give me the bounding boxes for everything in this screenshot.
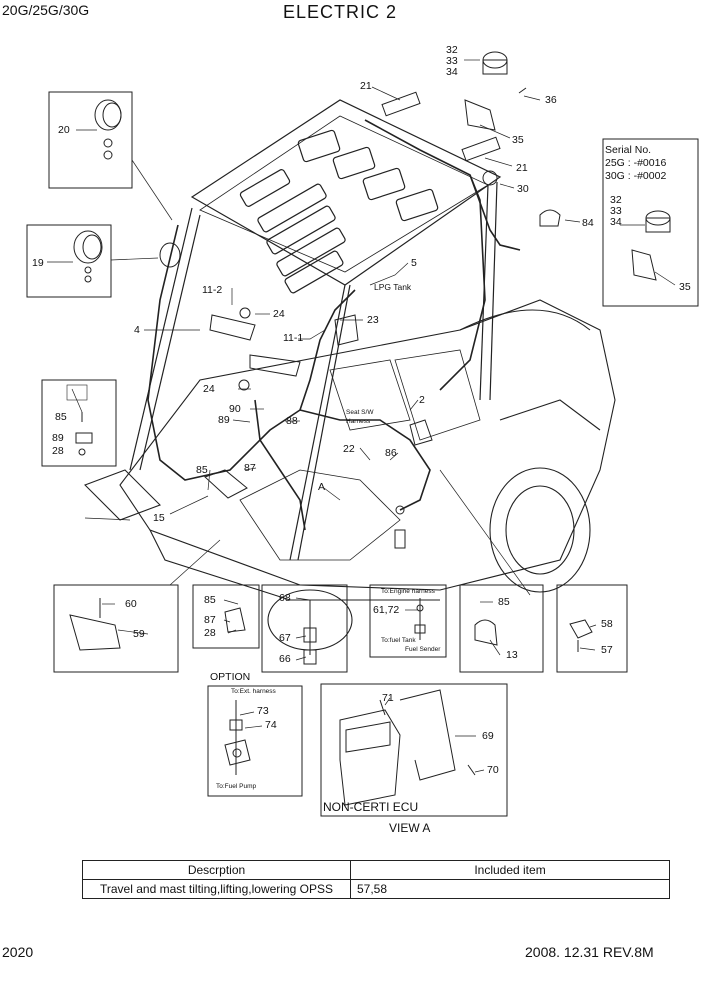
callout-34-top: 34 [446, 66, 458, 78]
table-row: Travel and mast tilting,lifting,lowering… [82, 879, 670, 899]
annotation-to-fuel-pump: To:Fuel Pump [216, 783, 257, 790]
detail-box-lamp-19 [26, 224, 112, 298]
callout-74: 74 [265, 719, 277, 731]
callout-89-bracket: 89 [52, 432, 64, 444]
callout-69: 69 [482, 730, 494, 742]
annotation-harness: Harness [346, 418, 371, 425]
view-a-caption: VIEW A [389, 821, 431, 835]
callout-20: 20 [58, 124, 70, 136]
callout-70: 70 [487, 764, 499, 776]
wiring-harness [147, 119, 521, 531]
callout-67: 67 [279, 632, 291, 644]
callout-66: 66 [279, 653, 291, 665]
callout-24-upper: 24 [273, 308, 285, 320]
callout-35-serial: 35 [679, 281, 691, 293]
callout-71: 71 [382, 692, 394, 704]
serial-title: Serial No. [605, 144, 652, 156]
callout-11-2: 11-2 [202, 284, 223, 296]
callout-15: 15 [153, 512, 165, 524]
callout-85-bracket: 85 [55, 411, 67, 423]
callout-4: 4 [134, 324, 140, 336]
callout-32-serial: 32 [610, 194, 622, 206]
callout-28-bracket: 28 [52, 445, 64, 457]
callout-21-top: 21 [360, 80, 372, 92]
callout-13: 13 [506, 649, 518, 661]
callout-21-right: 21 [516, 162, 528, 174]
annotation-to-ext-harness: To:Ext. harness [231, 688, 276, 695]
detail-box-fuel-sender [369, 584, 447, 658]
page-title: ELECTRIC 2 [283, 2, 398, 22]
callout-61-72: 61,72 [373, 604, 400, 616]
annotation-lpg-tank: LPG Tank [374, 282, 412, 292]
callout-85-13: 85 [498, 596, 510, 608]
annotation-seat-sw: Seat S/W [346, 409, 374, 416]
detail-box-lamp-20 [48, 91, 133, 189]
callout-87-clamp: 87 [204, 614, 216, 626]
annotation-to-engine-harness: To:Engine harness [381, 588, 435, 595]
model-code: 20G/25G/30G [2, 2, 90, 18]
callout-28-clamp: 28 [204, 627, 216, 639]
annotation-to-fuel-tank: To:fuel Tank [381, 637, 416, 644]
callout-73: 73 [257, 705, 269, 717]
callout-85-clamp: 85 [204, 594, 216, 606]
callout-36: 36 [545, 94, 557, 106]
serial-30g: 30G : -#0002 [605, 170, 667, 182]
callout-59: 59 [133, 628, 145, 640]
detail-box-option [207, 685, 303, 797]
callout-89-main: 89 [218, 414, 230, 426]
table-header-row: Descrption Included item [82, 860, 670, 880]
callout-22: 22 [343, 443, 355, 455]
callout-23: 23 [367, 314, 379, 326]
callout-5: 5 [411, 257, 417, 269]
callout-11-1: 11-1 [283, 332, 304, 344]
callout-30: 30 [517, 183, 529, 195]
page-number: 2020 [2, 944, 34, 960]
detail-box-bracket-13 [459, 584, 544, 673]
callout-88: 88 [286, 415, 298, 427]
callout-84: 84 [582, 217, 594, 229]
callout-34-serial: 34 [610, 216, 622, 228]
view-a-marker: A [318, 481, 326, 493]
description-table: Descrption Included item Travel and mast… [82, 860, 670, 899]
callout-33-top: 33 [446, 55, 458, 67]
detail-box-view-a [320, 683, 508, 817]
callout-24-lower: 24 [203, 383, 215, 395]
table-cell-description: Travel and mast tilting,lifting,lowering… [82, 879, 351, 899]
table-header-included-item: Included item [350, 860, 670, 880]
detail-box-serial-beacon [602, 138, 699, 307]
option-heading: OPTION [210, 671, 251, 683]
table-header-description: Descrption [82, 860, 351, 880]
callout-35-top: 35 [512, 134, 524, 146]
callout-19: 19 [32, 257, 44, 269]
callout-90: 90 [229, 403, 241, 415]
table-cell-included-item: 57,58 [350, 879, 670, 899]
callout-60: 60 [125, 598, 137, 610]
detail-box-pedal [53, 584, 179, 673]
ecu-caption: NON-CERTI ECU [323, 800, 419, 814]
callout-33-serial: 33 [610, 205, 622, 217]
callout-2: 2 [419, 394, 425, 406]
callout-87-main: 87 [244, 462, 256, 474]
callout-68: 68 [279, 592, 291, 604]
serial-25g: 25G : -#0016 [605, 157, 667, 169]
annotation-fuel-sender: Fuel Sender [405, 646, 441, 653]
revision-date: 2008. 12.31 REV.8M [525, 944, 654, 960]
detail-box-switch-57 [556, 584, 628, 673]
callout-85-main: 85 [196, 464, 208, 476]
callout-86: 86 [385, 447, 397, 459]
forklift-chassis [84, 299, 616, 651]
detail-box-clamp [192, 584, 260, 649]
component-sketches [66, 51, 671, 806]
callout-57: 57 [601, 644, 613, 656]
callout-32-top: 32 [446, 44, 458, 56]
leader-lines [47, 59, 676, 773]
callout-58: 58 [601, 618, 613, 630]
detail-box-bracket [41, 379, 117, 467]
